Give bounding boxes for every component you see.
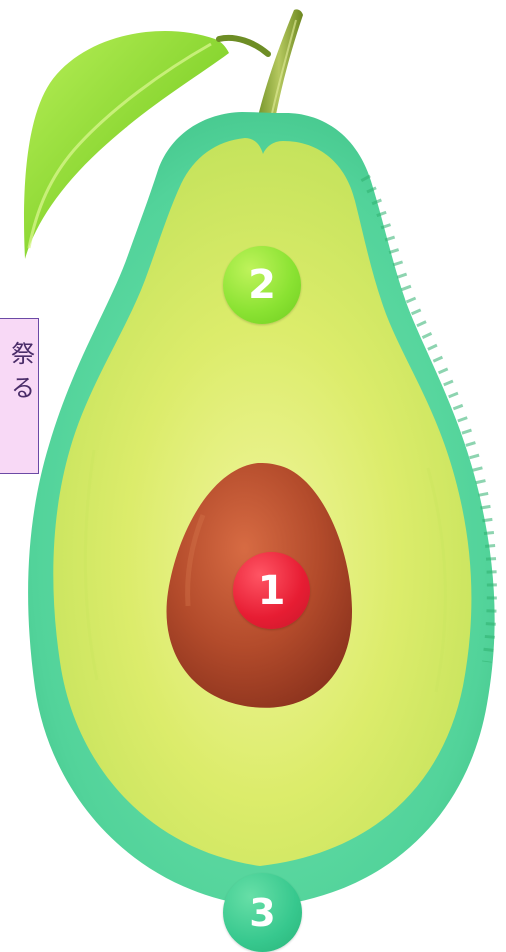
annotation-text: 祭 る	[1, 337, 35, 405]
marker-2-label: 2	[248, 262, 276, 308]
marker-1-label: 1	[258, 568, 286, 614]
marker-2-badge: 2	[223, 246, 301, 324]
stem-icon	[255, 9, 303, 130]
marker-3-badge: 3	[223, 873, 302, 952]
marker-3-label: 3	[249, 891, 275, 935]
avocado-illustration	[0, 0, 506, 924]
marker-1-badge: 1	[233, 552, 310, 629]
avocado-diagram: 祭 る 1 2 3	[0, 0, 506, 924]
annotation-box: 祭 る	[0, 318, 39, 474]
